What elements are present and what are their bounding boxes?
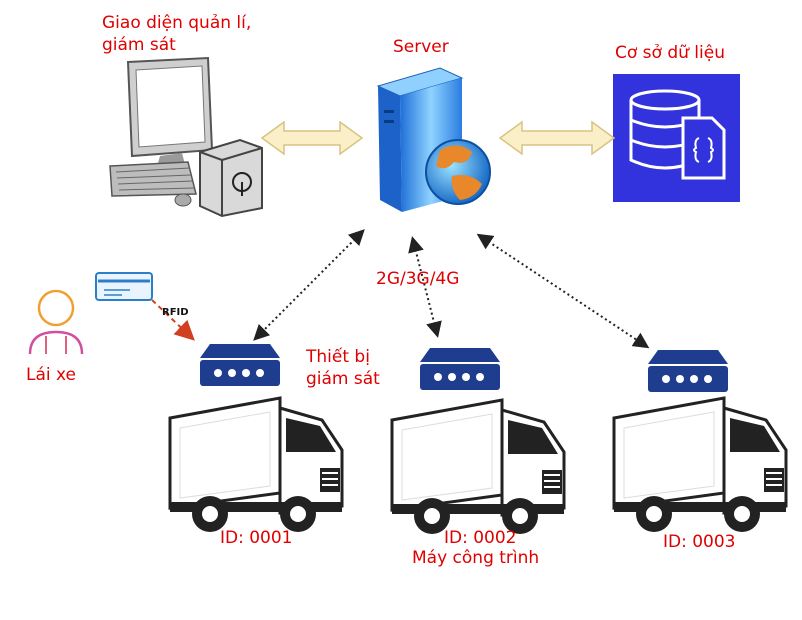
- double-arrow-icon: [260, 120, 364, 156]
- tracker-device-icon: [420, 348, 500, 390]
- database-icon: [613, 74, 740, 202]
- globe-icon: [425, 139, 491, 205]
- device-label-line1: Thiết bị: [306, 347, 370, 367]
- server-icon: [376, 67, 464, 212]
- monitor-ui-label-line1: Giao diện quản lí,: [102, 13, 252, 33]
- rfid-label: RFID: [162, 307, 189, 318]
- truck-id-label: ID: 0002: [444, 528, 517, 548]
- truck-sub-label: Máy công trình: [412, 548, 540, 568]
- link-server-truck-1: [253, 229, 365, 341]
- tracker-device-icon: [200, 344, 280, 386]
- network-label: 2G/3G/4G: [376, 269, 460, 289]
- link-server-truck-2: [408, 236, 442, 338]
- truck-id-label: ID: 0003: [663, 532, 736, 552]
- truck-icon: [168, 396, 344, 534]
- link-server-truck-3: [476, 233, 650, 349]
- monitor-ui-label: Giao diện quản lí, giám sát: [102, 12, 251, 56]
- wireless-links: [253, 229, 650, 349]
- truck-id-label: ID: 0001: [220, 528, 293, 548]
- database-label: Cơ sở dữ liệu: [615, 43, 725, 63]
- rfid-card-icon: [95, 272, 153, 301]
- double-arrow-icon: [498, 120, 616, 156]
- computer-icon: [109, 56, 263, 218]
- rfid-arrow: [151, 299, 195, 341]
- truck-icon: [612, 396, 788, 534]
- monitor-ui-label-line2: giám sát: [102, 35, 176, 55]
- tracker-device-icon: [648, 350, 728, 392]
- device-label-line2: giám sát: [306, 369, 380, 389]
- server-label: Server: [393, 37, 449, 57]
- driver-label: Lái xe: [26, 365, 77, 385]
- driver-icon: [28, 289, 84, 355]
- truck-icon: [390, 398, 566, 536]
- device-label: Thiết bị giám sát: [306, 346, 380, 390]
